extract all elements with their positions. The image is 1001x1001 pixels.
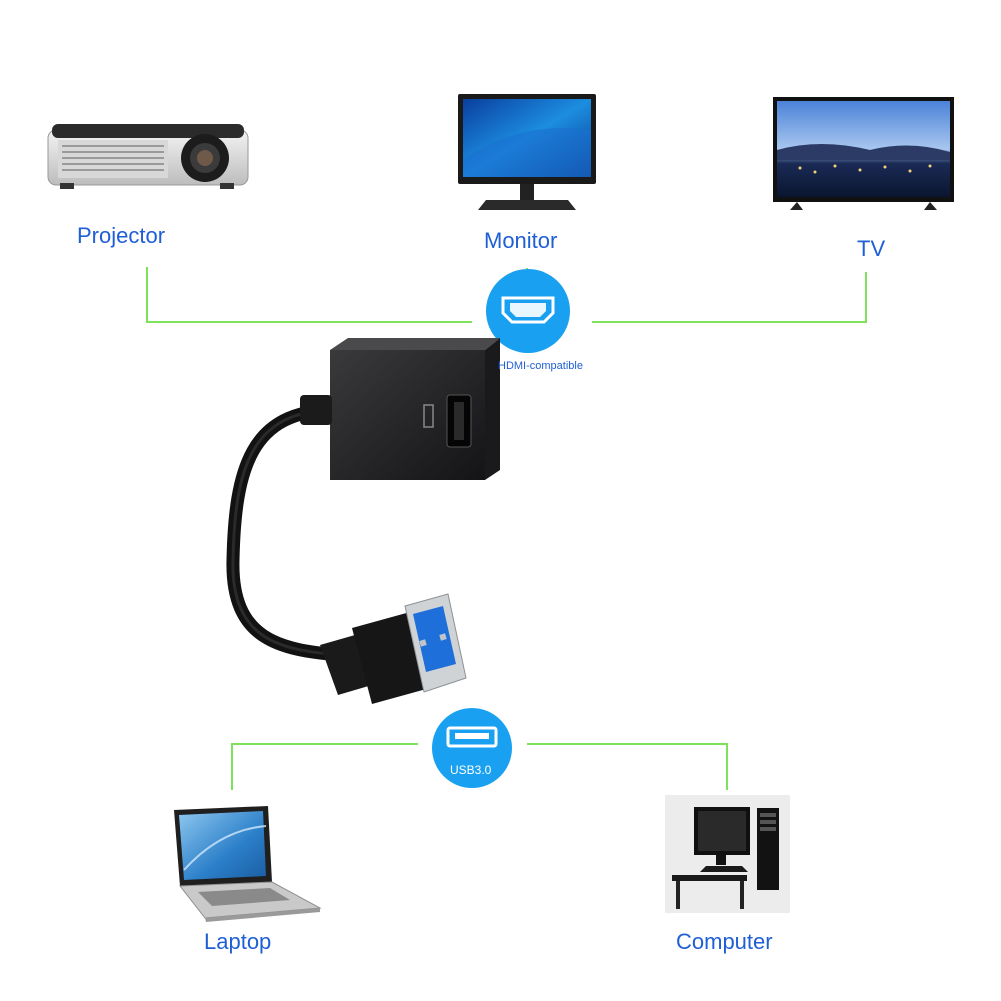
hdmi-adapter-body: [300, 338, 500, 480]
monitor-icon: [458, 94, 596, 210]
adapter-cable: [226, 403, 347, 662]
projector-icon: [47, 124, 249, 189]
projector-connector-line: [146, 267, 472, 323]
tv-label: TV: [857, 236, 886, 261]
usb-port-icon: [446, 726, 498, 748]
usb-plug: [320, 593, 467, 704]
hdmi-port-icon: [501, 296, 555, 324]
computer-connector-line: [527, 743, 728, 790]
laptop-connector-line: [231, 743, 418, 790]
usb-port-badge: [432, 708, 512, 788]
connector-lines: [146, 267, 867, 790]
computer-label: Computer: [676, 929, 773, 954]
usb-port-label: USB3.0: [450, 763, 492, 777]
hdmi-port-label: HDMI-compatible: [498, 360, 583, 372]
tv-connector-line: [592, 272, 867, 323]
projector-label: Projector: [77, 223, 166, 248]
laptop-icon: [174, 806, 322, 922]
tv-icon: [773, 97, 954, 210]
computer-icon: [665, 795, 790, 913]
laptop-label: Laptop: [204, 929, 272, 954]
hdmi-port-badge: [486, 269, 570, 353]
monitor-label: Monitor: [484, 228, 558, 253]
